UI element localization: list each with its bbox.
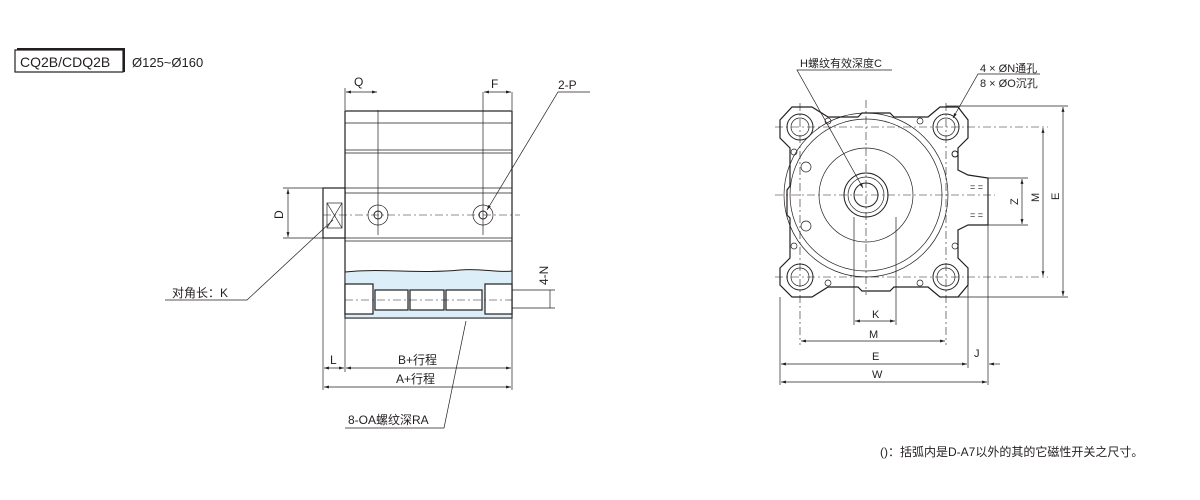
model-name: CQ2B/CDQ2B xyxy=(20,54,110,70)
model-header: CQ2B/CDQ2B Ø125~Ø160 xyxy=(14,48,203,73)
side-view: Q F 2-P D 对角长：K 4-N L B+行程 A+行程 8-OA螺纹深R… xyxy=(165,75,590,429)
dim-m-vertical: M xyxy=(1030,193,1042,202)
dim-k: K xyxy=(872,309,880,321)
dim-e: E xyxy=(872,351,879,363)
label-n-through-hole: 4 × ØN通孔 xyxy=(980,62,1037,75)
svg-text:= =: = = xyxy=(970,182,983,192)
dim-q: Q xyxy=(354,75,363,89)
dim-f: F xyxy=(491,77,498,91)
dim-m: M xyxy=(869,329,878,341)
dim-j: J xyxy=(974,348,980,360)
footnote: ()：括弧内是D-A7以外的其的它磁性开关之尺寸。 xyxy=(880,444,1143,459)
dim-e-vertical: E xyxy=(1050,193,1062,200)
label-diag-k: 对角长：K xyxy=(172,286,228,300)
label-o-counterbore: 8 × ØO沉孔 xyxy=(980,77,1038,90)
dim-4n: 4-N xyxy=(537,266,551,285)
bore-range: Ø125~Ø160 xyxy=(132,55,203,70)
dim-d: D xyxy=(272,210,286,219)
dim-w: W xyxy=(872,369,883,381)
svg-text:= =: = = xyxy=(970,210,983,220)
label-8oa: 8-OA螺纹深RA xyxy=(348,413,429,427)
end-view: K M E J W Z M E = = = = H螺纹有效深度C 4 × ØN通孔… xyxy=(775,56,1068,385)
dim-a-stroke: A+行程 xyxy=(396,371,435,386)
dim-b-stroke: B+行程 xyxy=(398,352,437,367)
dim-z: Z xyxy=(1009,198,1021,205)
label-2p: 2-P xyxy=(558,78,577,92)
label-h-thread: H螺纹有效深度C xyxy=(800,56,882,70)
dim-l: L xyxy=(330,353,337,367)
